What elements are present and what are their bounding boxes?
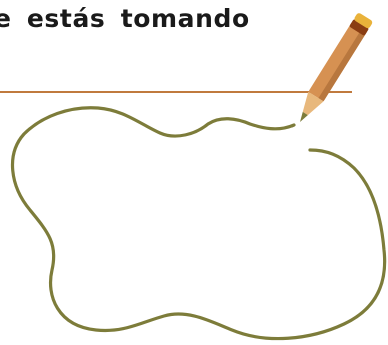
- hand-drawn-outline: [10, 106, 387, 341]
- pencil-icon: [300, 13, 373, 122]
- partial-sentence-text: e estás tomando: [0, 4, 250, 33]
- pencil-body: [309, 23, 367, 101]
- pencil-wood-tip: [302, 91, 324, 116]
- pencil-band-light: [354, 13, 373, 29]
- pencil-band-dark: [349, 19, 369, 36]
- pencil-body-shade: [318, 28, 367, 102]
- pencil-lead-tip: [300, 111, 308, 122]
